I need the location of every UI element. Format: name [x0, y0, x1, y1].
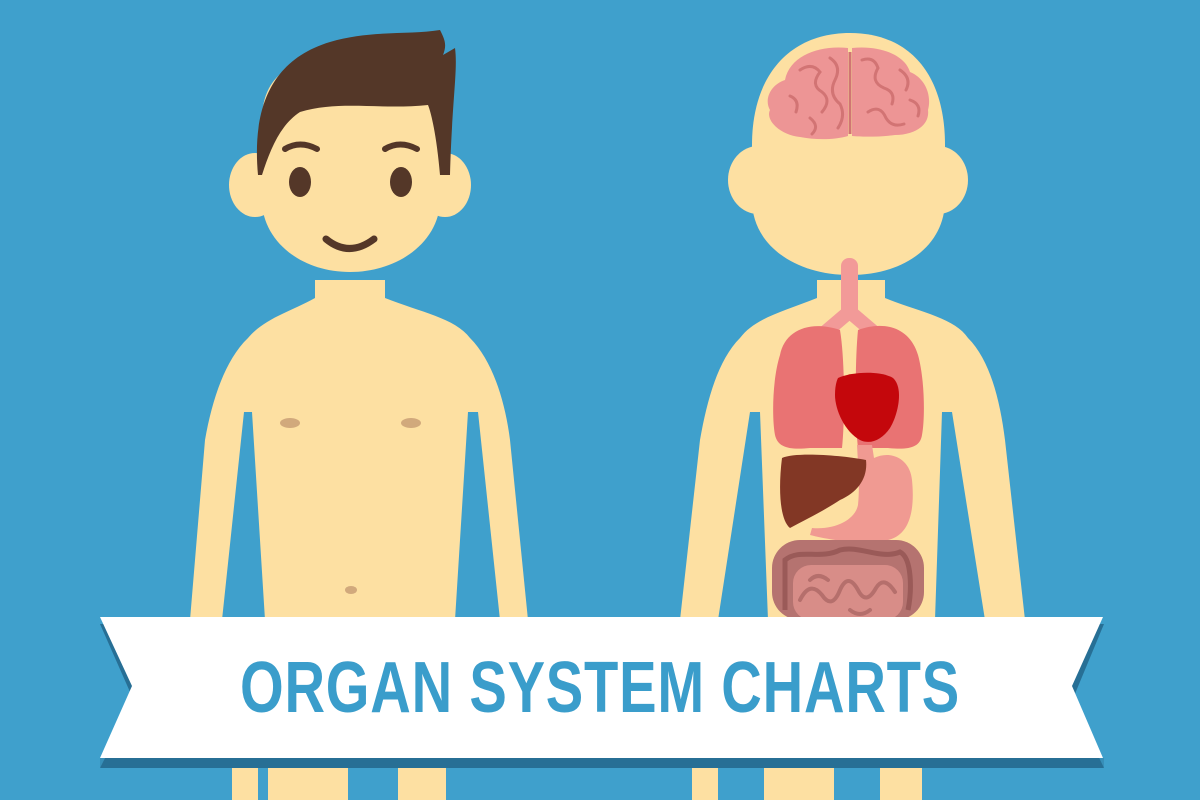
title-banner [100, 617, 1104, 768]
boy-body [190, 280, 528, 620]
anatomy-figure [680, 33, 1025, 800]
boy-left-nipple [280, 418, 300, 428]
boy-right-eye [390, 167, 412, 197]
boy-smile [322, 235, 378, 252]
boy-hair [256, 30, 456, 175]
boy-right-nipple [401, 418, 421, 428]
intestines-icon [772, 540, 924, 620]
banner-title: ORGAN SYSTEM CHARTS [240, 648, 960, 728]
stomach-icon [810, 445, 913, 543]
boy-left-eye [289, 167, 311, 197]
boy-figure [190, 30, 528, 800]
boy-navel [345, 586, 357, 594]
banner-ribbon [100, 617, 1103, 758]
liver-icon [780, 454, 867, 528]
heart-icon [835, 372, 900, 442]
boy-right-eyebrow [382, 141, 420, 152]
boy-left-eyebrow [282, 141, 320, 152]
brain-icon [767, 47, 930, 140]
banner-drop-shadow [100, 758, 1104, 767]
anatomy-body [680, 280, 1025, 620]
